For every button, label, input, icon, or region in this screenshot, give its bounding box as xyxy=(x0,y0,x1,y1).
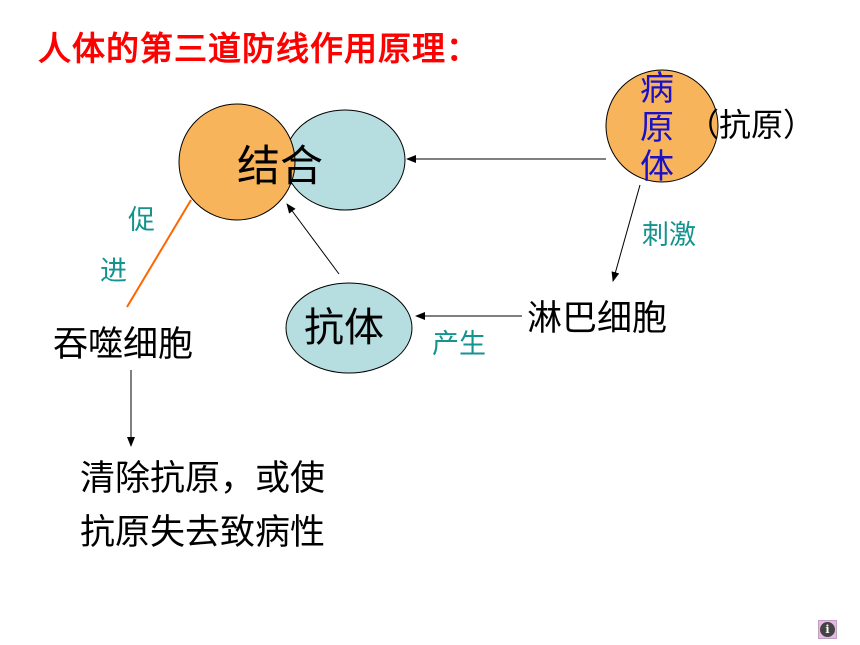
pathogen-char: 原 xyxy=(640,108,674,148)
arrow-pathogen-to-lymphocyte xyxy=(611,184,641,282)
pathogen-label: 病 原 体 xyxy=(637,70,677,187)
arrow-antibody-to-bind xyxy=(286,203,340,275)
promote-line xyxy=(126,199,192,308)
antibody-ellipse xyxy=(285,282,413,374)
produce-label: 产生 xyxy=(432,329,486,360)
antigen-note: （抗原） xyxy=(687,106,816,144)
promote-label-2: 进 xyxy=(100,256,127,287)
result-label: 清除抗原，或使 抗原失去致病性 xyxy=(80,459,326,553)
pathogen-char: 病 xyxy=(640,69,674,109)
phagocyte-label: 吞噬细胞 xyxy=(53,325,194,365)
lymphocyte-label: 淋巴细胞 xyxy=(527,299,668,339)
promote-label-1: 促 xyxy=(128,205,155,236)
bind-label: 结合 xyxy=(237,142,323,192)
pathogen-circle xyxy=(605,69,719,183)
info-glyph: i xyxy=(820,622,835,637)
stimulate-label: 刺激 xyxy=(642,220,696,251)
page-title: 人体的第三道防线作用原理： xyxy=(38,29,480,68)
bind-circle xyxy=(178,103,296,221)
info-icon[interactable]: i xyxy=(818,620,837,639)
pathogen-char: 体 xyxy=(640,147,674,187)
antibody-label: 抗体 xyxy=(304,305,384,351)
